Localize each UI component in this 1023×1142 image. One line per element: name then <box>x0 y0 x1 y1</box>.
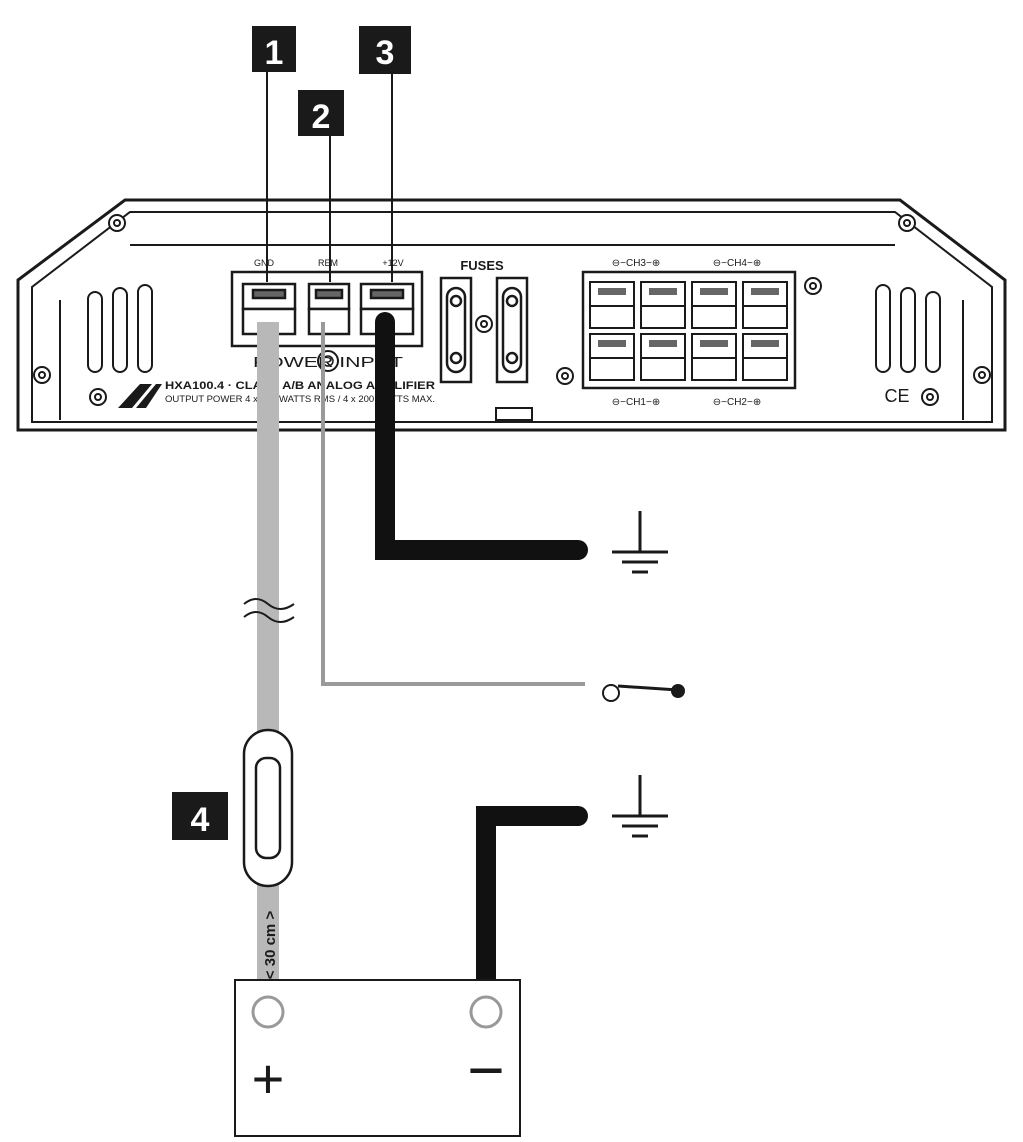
speaker-terminal <box>742 281 788 329</box>
cable-length-label: < 30 cm > <box>262 911 279 980</box>
fuse-left <box>439 276 473 384</box>
callout-1-number: 1 <box>265 34 284 72</box>
callout-3-number: 3 <box>376 34 395 72</box>
vent-slots-left <box>87 284 153 373</box>
speaker-terminal <box>691 333 737 381</box>
remote-switch <box>602 684 685 702</box>
speaker-terminals <box>589 281 788 381</box>
battery-plus-sign: + <box>252 1047 285 1110</box>
status-led <box>495 407 533 421</box>
ce-mark: CE <box>884 386 909 406</box>
speaker-terminal <box>640 333 686 381</box>
callout-2-number: 2 <box>312 98 331 136</box>
ground-cable-amp <box>375 312 588 560</box>
ground-symbol-battery <box>612 775 668 838</box>
power-input-text: POWER INPUT <box>253 354 403 371</box>
speaker-terminal <box>589 281 635 329</box>
ground-cable-battery <box>476 806 588 1020</box>
channel-label-ch4: ⊖−CH4−⊕ <box>713 258 761 269</box>
speaker-terminal <box>742 333 788 381</box>
battery-minus-sign: − <box>467 1034 504 1106</box>
cable-break-mark <box>243 598 295 623</box>
terminal-label-rem: REM <box>318 258 338 268</box>
power-rating-line: OUTPUT POWER 4 x 100 WATTS RMS / 4 x 200… <box>165 394 435 404</box>
callout-2: 2 <box>298 90 344 136</box>
battery-negative-post <box>469 995 503 1029</box>
remote-cable <box>321 322 585 686</box>
model-line: HXA100.4 · CLASS A/B ANALOG AMPLIFIER <box>165 380 435 392</box>
speaker-terminal <box>640 281 686 329</box>
brand-logo <box>118 384 162 408</box>
battery-positive-post <box>251 995 285 1029</box>
callout-4-number: 4 <box>191 801 210 839</box>
callout-1: 1 <box>252 26 296 72</box>
ground-symbol-amp <box>612 511 668 574</box>
speaker-terminal <box>691 281 737 329</box>
vent-slots-right <box>875 284 941 373</box>
inline-fuse-holder <box>242 728 294 888</box>
callout-3: 3 <box>359 26 411 74</box>
callout-4: 4 <box>172 792 228 840</box>
fuse-right <box>495 276 529 384</box>
speaker-terminal <box>589 333 635 381</box>
housing-screws <box>33 214 991 406</box>
fuses-label: FUSES <box>460 258 504 273</box>
channel-label-ch1: ⊖−CH1−⊕ <box>612 397 660 408</box>
terminal-label-gnd: GND <box>254 258 275 268</box>
channel-label-ch2: ⊖−CH2−⊕ <box>713 397 761 408</box>
channel-label-ch3: ⊖−CH3−⊕ <box>612 258 660 269</box>
